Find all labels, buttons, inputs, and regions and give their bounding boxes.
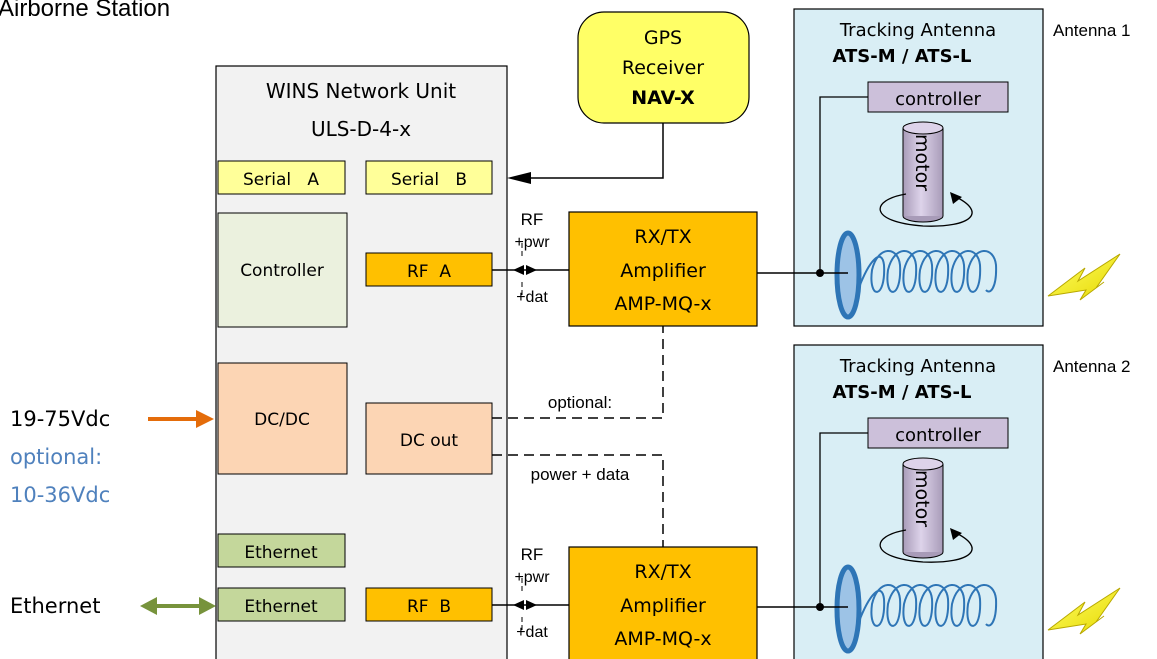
rf-b-rf-label: RF [521,545,544,564]
amplifier-2: RX/TX Amplifier AMP-MQ-x [568,546,758,659]
rf-a-pwr-label: +pwr [514,234,550,251]
antenna-2-rotation-icon [879,529,973,563]
dcdc-label: DC/DC [254,410,310,430]
power-optional-line-2: 10-36Vdc [10,483,110,507]
dc-out-connections: optional: power + data [492,326,664,547]
dcdc-block: DC/DC [217,362,348,475]
controller-block: Controller [217,212,348,328]
rf-a-port: RF A [365,252,493,287]
amplifier-2-line-2: Amplifier [620,595,706,617]
amplifier-1-line-3: AMP-MQ-x [614,293,711,315]
gps-line-3: NAV-X [631,87,695,109]
antenna-1-controller-label: controller [895,89,981,110]
antenna-1-controller [867,81,1009,113]
rf-b-label: RF B [407,597,451,617]
network-unit-title: WINS Network Unit [266,79,456,103]
amplifier-1: RX/TX Amplifier AMP-MQ-x [568,211,758,327]
antenna-2-model: ATS-M / ATS-L [833,382,972,403]
ethernet-external: Ethernet [10,594,216,618]
antenna-1-model: ATS-M / ATS-L [833,46,972,67]
amplifier-1-line-1: RX/TX [634,226,691,248]
antenna-1-helix-icon [834,230,998,320]
rf-b-dat-label: +dat [516,624,548,641]
rf-a-link: RF +pwr +dat [492,210,569,306]
gps-serial-connector [507,123,664,184]
amplifier-2-line-1: RX/TX [634,561,691,583]
ethernet-port-2: Ethernet [217,587,346,622]
rf-a-rf-label: RF [521,210,544,229]
gps-line-1: GPS [644,27,682,49]
tracking-antenna-1: Tracking Antenna ATS-M / ATS-L controlle… [793,8,1044,327]
antenna-1-rotation-icon [879,193,973,227]
amp-antenna-connections [757,269,848,611]
antenna-2-side-label: Antenna 2 [1053,357,1131,376]
ethernet-port-1: Ethernet [217,533,346,568]
ethernet-port-1-label: Ethernet [244,543,318,563]
gps-receiver: GPS Receiver NAV-X [577,11,750,124]
serial-b-label: Serial B [391,170,467,190]
ethernet-external-label: Ethernet [10,594,100,618]
antenna-1-motor-label: motor [911,134,933,191]
amplifier-1-line-2: Amplifier [620,260,706,282]
power-input: 19-75Vdc optional: 10-36Vdc [10,407,214,507]
serial-a-label: Serial A [243,170,319,190]
antenna-1-title: Tracking Antenna [839,20,996,41]
gps-line-2: Receiver [622,57,704,79]
power-data-label: power + data [531,465,630,484]
dc-out-label: DC out [400,431,459,451]
optional-label: optional: [548,393,612,412]
antenna-2-helix-icon [834,564,998,654]
ethernet-port-2-label: Ethernet [244,597,318,617]
serial-a-port: Serial A [217,160,346,195]
controller-label: Controller [240,261,324,281]
page-title: Airborne Station [0,0,170,22]
antenna-1-motor: motor [902,121,944,223]
power-input-label: 19-75Vdc [10,407,110,431]
antenna-2-controller [867,417,1009,449]
rf-b-port: RF B [365,587,493,622]
rf-a-label: RF A [407,262,451,282]
rf-a-dat-label: +dat [516,289,548,306]
antenna-2-title: Tracking Antenna [839,356,996,377]
rf-b-pwr-label: +pwr [514,569,550,586]
antenna-2-motor: motor [902,457,944,559]
network-unit-model: ULS-D-4-x [311,117,411,141]
antenna-2-controller-label: controller [895,425,981,446]
antenna-2-motor-label: motor [911,470,933,527]
antenna-1-side-label: Antenna 1 [1053,21,1131,40]
tracking-antenna-2: Tracking Antenna ATS-M / ATS-L controlle… [793,344,1044,659]
antenna-2-lightning-icon [1047,587,1121,635]
power-optional-line-1: optional: [10,445,102,469]
amplifier-2-line-3: AMP-MQ-x [614,628,711,650]
antenna-1-lightning-icon [1047,253,1121,301]
serial-b-port: Serial B [365,160,493,195]
dc-out-block: DC out [365,402,493,475]
rf-b-link: RF +pwr +dat [492,545,569,641]
